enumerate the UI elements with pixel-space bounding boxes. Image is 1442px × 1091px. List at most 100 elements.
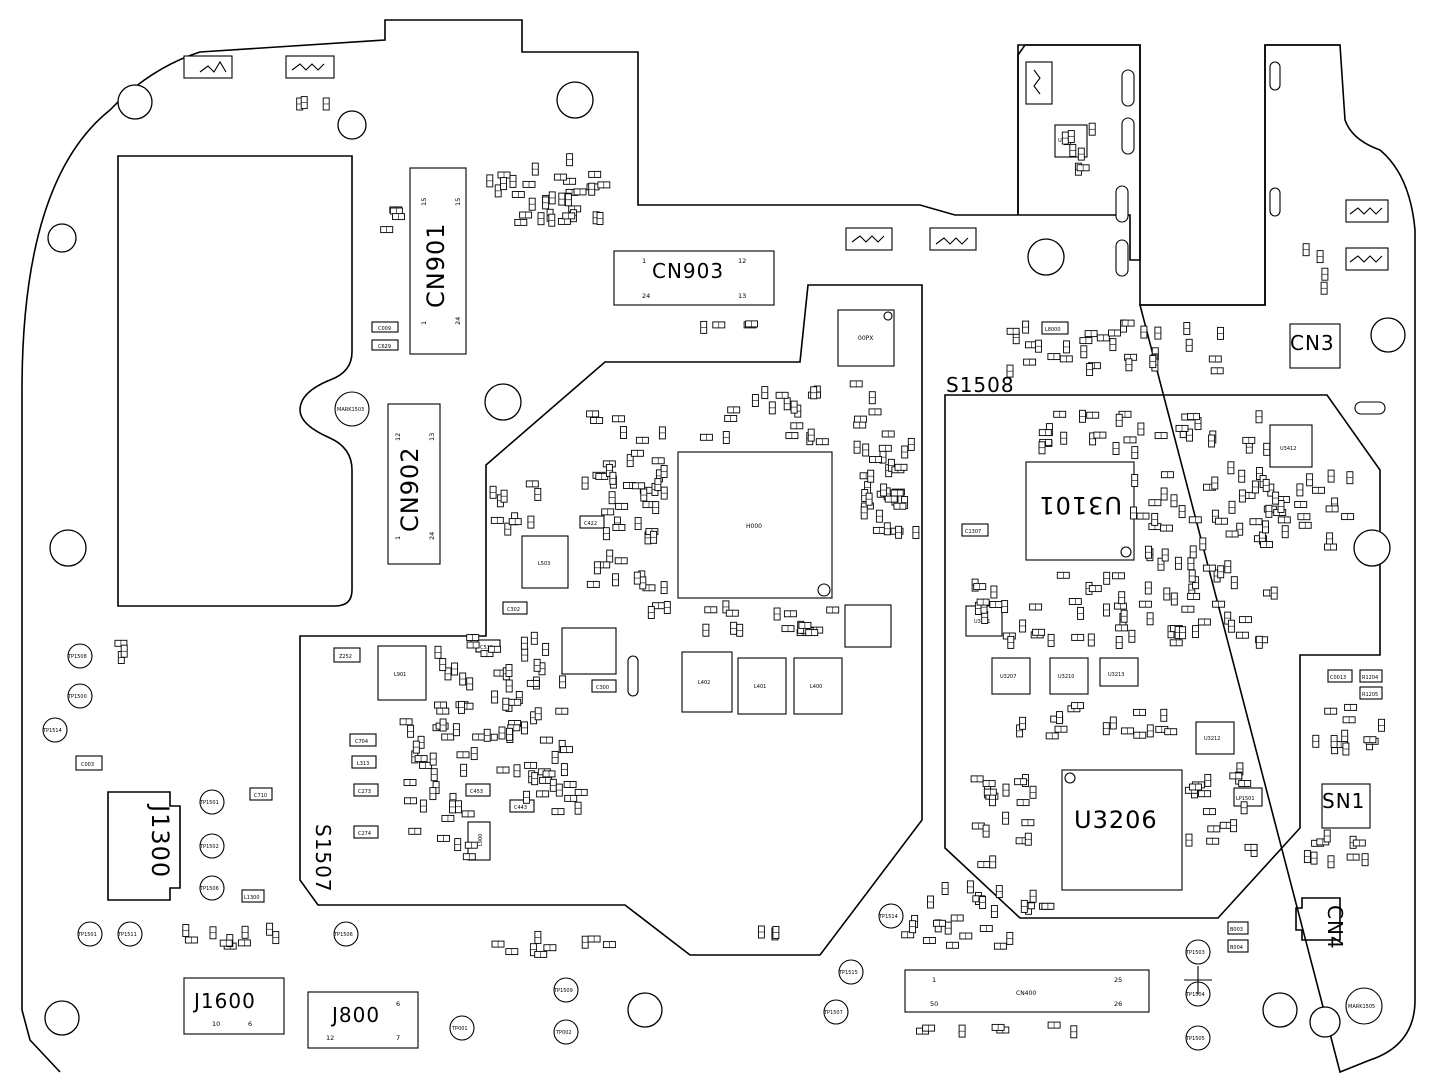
small-part: C009 (371, 321, 399, 333)
cn4-connector (1295, 897, 1341, 941)
component-00px-label: 00PX (858, 335, 873, 342)
soc-h000 (677, 451, 833, 599)
small-part: C629 (371, 339, 399, 351)
smd-components (114, 96, 1385, 1039)
svg-text:L313: L313 (357, 761, 369, 767)
component-00px (837, 309, 895, 367)
cn901-label: CN901 (422, 222, 450, 308)
svg-text:TP1514: TP1514 (42, 728, 62, 734)
test-point: TP001 (449, 1015, 475, 1041)
small-part: L900 (467, 821, 491, 861)
cn903-pin: 1 (642, 257, 646, 265)
test-point: TP1500 (67, 683, 93, 709)
slot (1115, 185, 1129, 223)
inductor (561, 627, 617, 675)
svg-text:TP1507: TP1507 (823, 1010, 843, 1016)
mark1505-fiducial (1345, 987, 1383, 1025)
test-point: TP1501 (77, 921, 103, 947)
spring-contact (1025, 61, 1053, 105)
l401-label: L401 (754, 684, 766, 690)
j800-pin: 7 (396, 1034, 400, 1042)
svg-text:C453: C453 (470, 789, 483, 795)
inductor-l503 (521, 535, 569, 589)
inductor-l401 (737, 657, 787, 715)
l901-label: L901 (394, 672, 406, 678)
soc-label: H000 (746, 523, 762, 530)
cn901-pin: 15 (420, 198, 428, 206)
small-part: C453 (465, 783, 491, 797)
slot (1354, 401, 1386, 415)
svg-text:TP1502: TP1502 (199, 844, 219, 850)
shield-area-left (117, 155, 353, 607)
svg-text:U3212: U3212 (1204, 736, 1220, 742)
inductor (844, 604, 892, 648)
spring-contact (1345, 199, 1389, 223)
cn400-pin: 25 (1114, 976, 1122, 984)
svg-text:C629: C629 (378, 344, 391, 350)
small-part: C443 (509, 799, 535, 813)
svg-text:B003: B003 (1230, 927, 1243, 933)
small-part: B004 (1227, 939, 1249, 953)
svg-text:TP1511: TP1511 (117, 932, 137, 938)
mounting-hole (1309, 1006, 1341, 1038)
pin1-marker (1120, 546, 1132, 558)
svg-text:U3207: U3207 (1000, 674, 1016, 680)
mark1503-label: MARK1503 (337, 407, 364, 413)
slot (1121, 69, 1135, 107)
mounting-hole (47, 223, 77, 253)
svg-text:TP1503: TP1503 (1185, 950, 1205, 956)
mounting-hole (337, 110, 367, 140)
svg-text:C0013: C0013 (1330, 675, 1346, 681)
inductor-l402 (681, 651, 733, 713)
small-part: C300 (591, 679, 617, 693)
s1507-label: S1507 (311, 824, 335, 893)
s1508-label: S1508 (946, 373, 1015, 397)
svg-text:C003: C003 (81, 762, 94, 768)
svg-text:C422: C422 (584, 521, 597, 527)
cn902-pin: 13 (428, 433, 436, 441)
l402-label: L402 (698, 680, 710, 686)
spring-contact (929, 227, 977, 251)
svg-text:L900: L900 (478, 834, 484, 846)
cn3-connector (1289, 323, 1341, 369)
mark1505-label: MARK1505 (1348, 1004, 1375, 1010)
svg-text:TP1506: TP1506 (199, 886, 219, 892)
cn903-pin: 24 (642, 292, 650, 300)
l400-label: L400 (810, 684, 822, 690)
spring-contact (845, 227, 893, 251)
test-point: TP1511 (117, 921, 143, 947)
slot (627, 655, 639, 697)
svg-text:TP1508: TP1508 (67, 654, 87, 660)
spring-contact (1345, 247, 1389, 271)
svg-text:TP1501: TP1501 (77, 932, 97, 938)
shield-area-center (299, 284, 923, 956)
svg-text:U3213: U3213 (1108, 672, 1124, 678)
test-point: TP1508 (67, 643, 93, 669)
test-point: TP1515 (838, 959, 864, 985)
svg-text:TP001: TP001 (451, 1026, 468, 1032)
small-part: C302 (502, 601, 528, 615)
mark1503-fiducial (334, 391, 370, 427)
svg-text:R1204: R1204 (1362, 675, 1378, 681)
j800-label: J800 (330, 1003, 380, 1027)
small-part: C704 (349, 733, 377, 747)
u3206-label: U3206 (1074, 806, 1158, 834)
cn903-pin: 12 (738, 257, 746, 265)
svg-text:TP002: TP002 (555, 1030, 572, 1036)
l503-label: L503 (538, 561, 550, 567)
small-part: Z252 (333, 647, 361, 663)
mounting-hole (1370, 317, 1406, 353)
small-part: U3210 (1049, 657, 1089, 695)
cn903-label: CN903 (652, 259, 724, 283)
test-point: TP1514 (878, 903, 904, 929)
svg-text:C704: C704 (355, 739, 368, 745)
slot (1121, 117, 1135, 155)
cn902-pin: 24 (428, 532, 436, 540)
shield-area-right (944, 394, 1381, 919)
inductor-l400 (793, 657, 843, 715)
mounting-hole (484, 383, 522, 421)
svg-text:TP1504: TP1504 (1185, 992, 1205, 998)
test-point: TP1502 (199, 833, 225, 859)
test-point: TP1503 (1185, 939, 1211, 965)
